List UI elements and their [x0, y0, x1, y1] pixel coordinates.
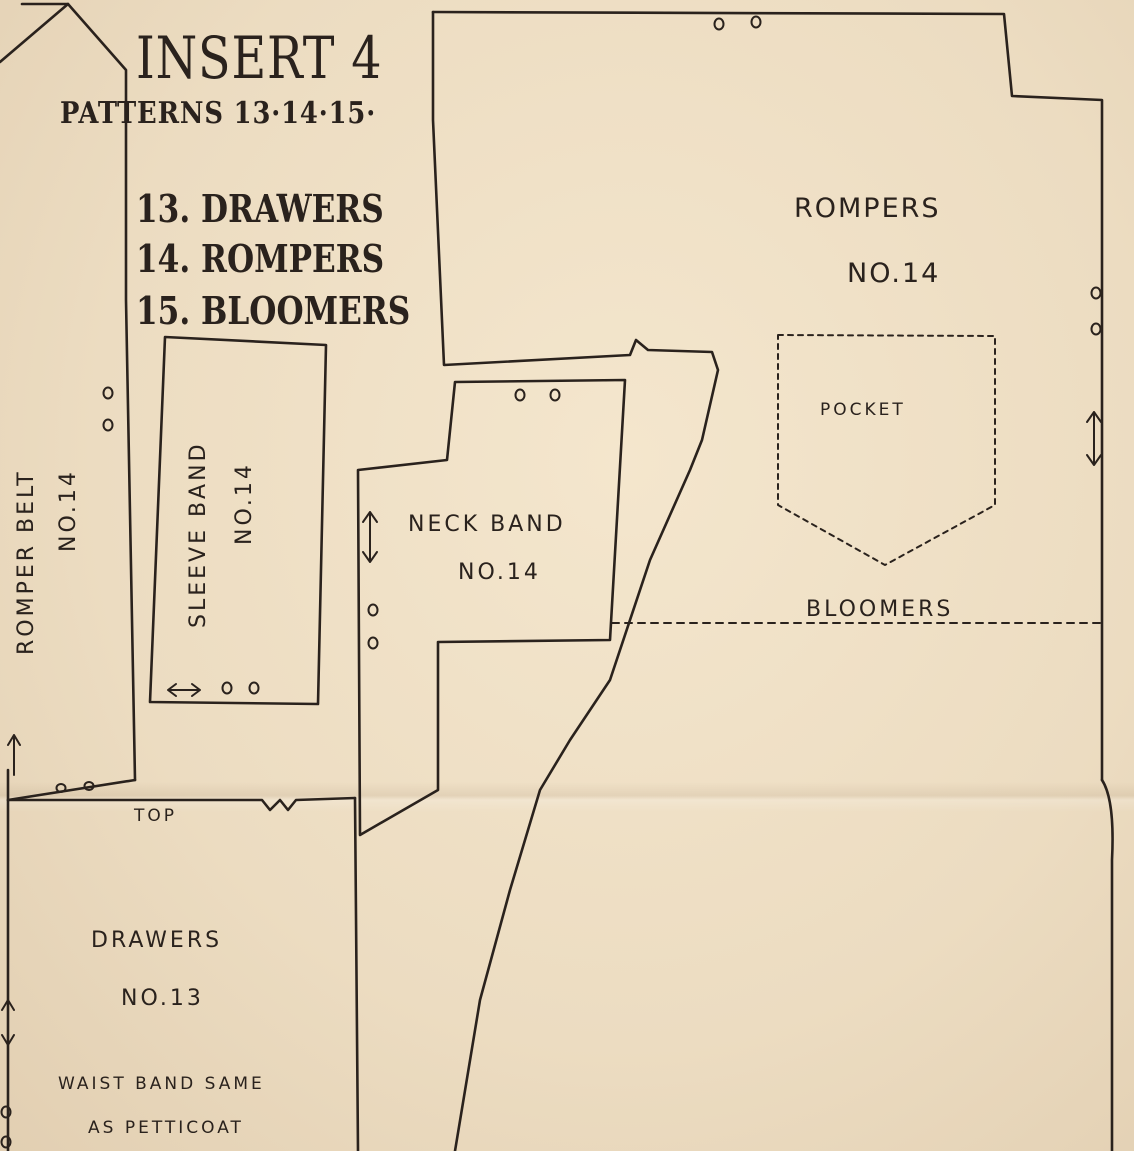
- legend-item-rompers: 14. ROMPERS: [136, 236, 385, 281]
- romper-belt-number: NO.14: [56, 469, 81, 552]
- page-subtitle: PATTERNS 13·14·15·: [60, 96, 377, 131]
- rompers-label: ROMPERS: [794, 193, 941, 224]
- drawers-label: DRAWERS: [91, 928, 223, 953]
- sleeve-band-number: NO.14: [232, 462, 257, 545]
- sleeve-band-outline: [148, 335, 328, 706]
- sleeve-band-label: SLEEVE BAND: [186, 441, 211, 628]
- top-line: [6, 796, 357, 812]
- rompers-outline: [431, 10, 720, 1151]
- pocket-outline: [777, 334, 996, 566]
- waist-band-note-line2: AS PETTICOAT: [88, 1118, 244, 1138]
- neck-band-outline: [356, 378, 627, 837]
- neck-band-number: NO.14: [458, 560, 541, 585]
- pocket-label: POCKET: [820, 400, 906, 420]
- legend-item-bloomers: 15. BLOOMERS: [136, 288, 411, 333]
- bloomers-label: BLOOMERS: [806, 597, 954, 622]
- rompers-number: NO.14: [847, 258, 941, 289]
- romper-belt-label: ROMPER BELT: [14, 469, 39, 655]
- corner-piece-outline: [0, 2, 137, 782]
- drawers-number: NO.13: [121, 986, 204, 1011]
- paper-fold: [0, 782, 1134, 812]
- neck-band-label: NECK BAND: [408, 512, 566, 537]
- legend-item-drawers: 13. DRAWERS: [136, 186, 384, 231]
- page-title: INSERT 4: [136, 24, 383, 92]
- waist-band-note-line1: WAIST BAND SAME: [58, 1074, 265, 1094]
- top-label: TOP: [134, 806, 178, 826]
- notch-circles-icon: [0, 15, 1102, 1149]
- grain-arrow-icon: [1, 411, 1102, 1046]
